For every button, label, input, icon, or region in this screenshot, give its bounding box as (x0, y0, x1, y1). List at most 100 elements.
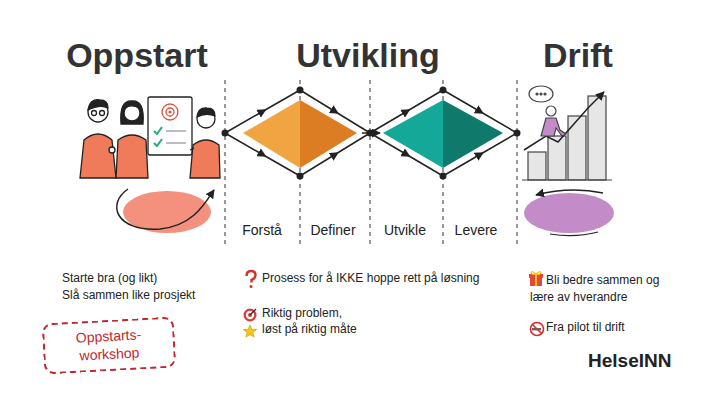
target-ring (244, 309, 257, 322)
chart-bar (588, 96, 606, 180)
phase-label: Utvikle (384, 222, 426, 238)
label-slot: Bli bedre sammen og lære av hverandre (530, 272, 670, 306)
workshop-label: Oppstarts- workshop (60, 325, 158, 365)
chart-bar (568, 116, 586, 180)
loop-arrow (117, 189, 214, 229)
person-hair (121, 101, 144, 124)
note-text: Prosess for å IKKE hoppe rett på løsning (262, 272, 479, 286)
person-body (116, 135, 148, 178)
diamond-shape (232, 92, 362, 242)
gift-bow (531, 272, 541, 275)
prohibit-ring (531, 323, 544, 336)
flow-dot (514, 130, 521, 137)
person-hand (109, 147, 115, 153)
diamond-arrows (225, 90, 517, 176)
flow-dots (222, 87, 521, 180)
diamond-half (243, 100, 300, 168)
person-hair (124, 106, 140, 110)
question-icon (247, 271, 256, 288)
divider-line (370, 80, 371, 245)
question-mark (247, 271, 256, 283)
chart-bar (548, 136, 566, 180)
person-hair (88, 100, 108, 110)
label-slot: Starte bra (og likt) (62, 272, 157, 286)
target-icon (244, 309, 257, 322)
person-head (124, 105, 140, 121)
phase-diamond: Forstå Definer (232, 92, 362, 242)
diamond-half (443, 100, 503, 168)
diamond-half (383, 100, 443, 168)
loop-arrow (536, 190, 603, 195)
speech-bubble (529, 86, 553, 102)
question-dot (250, 285, 253, 288)
flow-dot (297, 173, 304, 180)
prohibit-slash (533, 325, 542, 334)
label-slot: Prosess for å IKKE hoppe rett på løsning (262, 272, 479, 286)
logo-text: HelseINN (588, 350, 671, 372)
run-ellipse (524, 193, 614, 233)
check-mark (154, 139, 162, 146)
person-body (190, 140, 220, 178)
flow-dot (440, 173, 447, 180)
diamond-shape (380, 92, 510, 242)
label-slot: Riktig problem, (262, 307, 342, 321)
bubble-dot (536, 93, 538, 95)
person-hand (190, 148, 194, 150)
person-body (541, 118, 566, 136)
phase-heading: Oppstart (37, 36, 237, 75)
person-head (546, 106, 556, 116)
person-hair (197, 108, 215, 117)
note-text: Riktig problem, (262, 307, 342, 321)
phase-label: Definer (310, 222, 355, 238)
person-body (80, 134, 116, 178)
divider-line (517, 80, 518, 245)
workshop-box: Oppstarts- workshop (42, 316, 176, 374)
note-text: løst på riktig måte (262, 323, 357, 337)
label-slot: Oppstart (37, 36, 237, 75)
board-line (166, 142, 186, 143)
phase-heading: Drift (478, 36, 678, 75)
label-slot: Slå sammen like prosjekt (62, 289, 195, 303)
target-center (168, 110, 171, 113)
target-ring (162, 104, 178, 120)
note-text: Slå sammen like prosjekt (62, 289, 195, 303)
text-slot: Utvikle (384, 222, 426, 238)
label-slot: Drift (478, 36, 678, 75)
label-slot: HelseINN (588, 350, 671, 372)
bubble-dot (544, 93, 546, 95)
phase-heading: Utvikling (268, 36, 468, 75)
glasses (92, 111, 97, 116)
note-text: Starte bra (og likt) (62, 272, 157, 286)
text-slot: Forstå (242, 222, 282, 238)
flow-dot (440, 87, 447, 94)
phase-diamond: Utvikle Levere (380, 92, 510, 242)
board-line (166, 130, 186, 131)
divider-line (225, 80, 226, 245)
flow-connector (362, 132, 380, 134)
diamond-half (300, 100, 357, 168)
note-text: Fra pilot til drift (546, 321, 625, 335)
label-slot: Fra pilot til drift (546, 321, 625, 335)
growth-illustration (522, 86, 612, 180)
gift-icon (529, 272, 543, 286)
text-slot: Levere (455, 222, 498, 238)
note-text: Bli bedre sammen og lære av hverandre (530, 272, 670, 306)
phase-label: Forstå (242, 222, 282, 238)
star-icon (244, 325, 257, 337)
board (148, 97, 192, 155)
gift-ribbon (535, 274, 537, 286)
phase-label: Levere (455, 222, 498, 238)
target-ring (166, 108, 174, 116)
flow-dot (222, 130, 229, 137)
label-slot: løst på riktig måte (262, 323, 357, 337)
phase-dividers (225, 80, 517, 245)
label-slot: Utvikling (268, 36, 468, 75)
flow-dot (297, 87, 304, 94)
check-mark (154, 127, 162, 134)
loop-line (550, 232, 598, 236)
glasses (100, 111, 105, 116)
target-dart (250, 309, 256, 315)
bubble-dot (540, 93, 542, 95)
team-illustration (80, 97, 220, 178)
